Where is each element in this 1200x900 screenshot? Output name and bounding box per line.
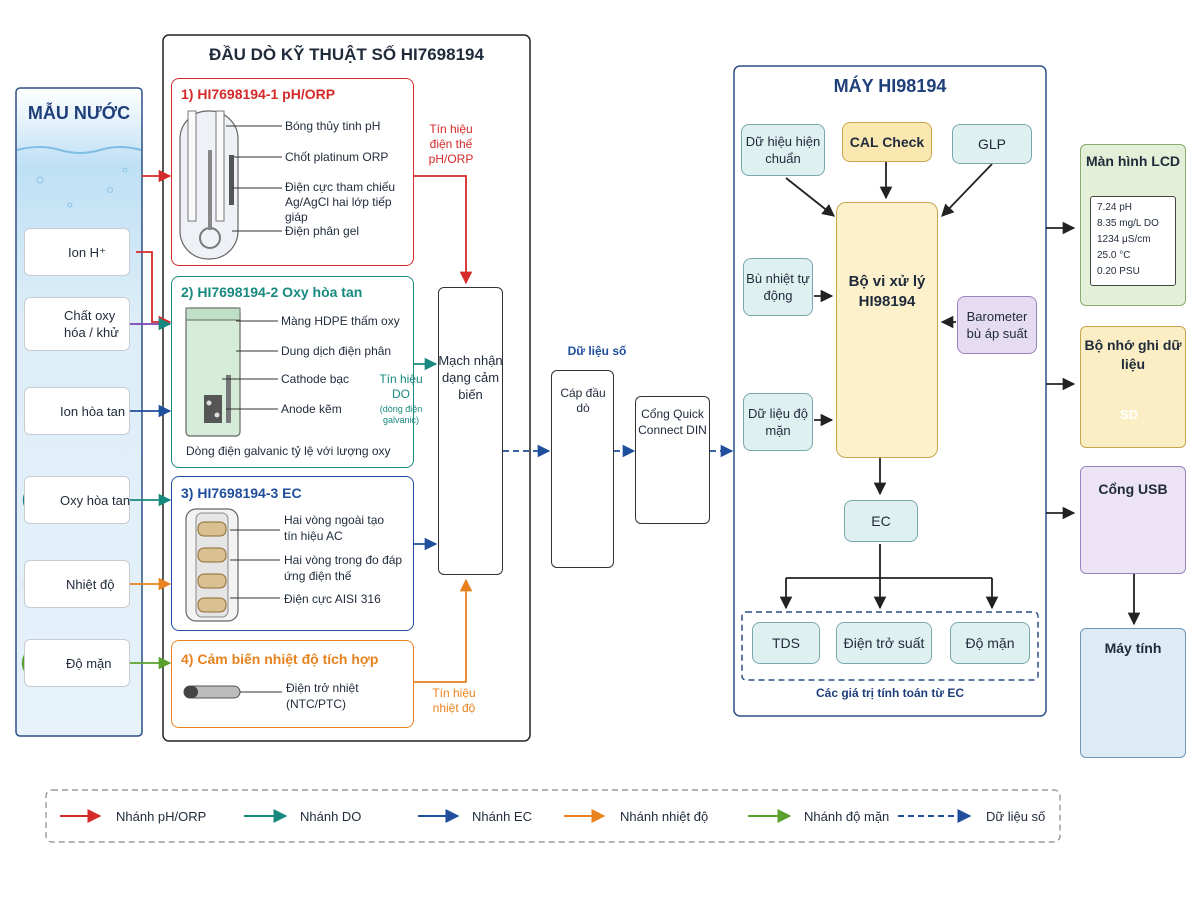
ec-box: EC xyxy=(844,500,918,542)
do-section-title: 2) HI7698194-2 Oxy hòa tan xyxy=(181,284,363,300)
legend-temperature: Nhánh nhiệt độ xyxy=(620,809,709,824)
ec-label-aisi-electrode: Điện cực AISI 316 xyxy=(284,592,381,606)
do-signal-sublabel: (dòng điện galvanic) xyxy=(379,404,423,425)
do-label-membrane: Màng HDPE thấm oxy xyxy=(281,314,400,328)
probe-cable-label: Cáp đầu dò xyxy=(560,386,606,415)
water-item-label-h: Ion H⁺ xyxy=(68,245,106,260)
ec-label-inner-rings: Hai vòng trong đo đáp ứng điện thế xyxy=(284,553,403,583)
salinity-calc-box: Độ mặn xyxy=(950,622,1030,664)
water-item-ion xyxy=(24,387,130,435)
data-memory xyxy=(1080,326,1186,448)
water-panel-title: MẪU NƯỚC xyxy=(27,103,131,123)
water-item-h-ion xyxy=(24,228,130,276)
sd-label: SD xyxy=(1119,407,1139,422)
digital-data-label: Dữ liệu số xyxy=(567,344,627,358)
water-item-label-salinity: Độ mặn xyxy=(66,656,112,671)
water-item-label-ion: Ion hòa tan xyxy=(60,404,126,419)
lcd-line-ph: 7.24 pH xyxy=(1097,202,1133,213)
ph-signal-label: Tín hiệu điện thế pH/ORP xyxy=(428,122,474,166)
temp-signal-label: Tín hiệu nhiệt độ xyxy=(432,686,476,715)
legend-box xyxy=(45,789,1061,843)
calc-group xyxy=(741,611,1039,681)
ph-label-glass-bulb: Bóng thủy tinh pH xyxy=(285,119,381,133)
din-port-label: Cổng Quick Connect DIN xyxy=(638,407,707,437)
lcd-line-psu: 0.20 PSU xyxy=(1097,266,1140,277)
temp-label-thermistor: Điện trở nhiệt (NTC/PTC) xyxy=(286,681,359,711)
do-label-anode: Anode kẽm xyxy=(281,402,342,416)
auto-temp-comp-box: Bù nhiệt tự động xyxy=(743,258,813,316)
lcd-line-ec: 1234 μS/cm xyxy=(1097,234,1151,245)
water-item-oxygen xyxy=(24,476,130,524)
ph-label-reference: Điện cực tham chiếu Ag/AgCl hai lớp tiếp… xyxy=(285,180,396,224)
legend-ph-orp: Nhánh pH/ORP xyxy=(116,809,207,824)
water-item-salinity xyxy=(24,639,130,687)
lcd-line-temp: 25.0 °C xyxy=(1097,250,1131,261)
meter-panel-title: MÁY HI98194 xyxy=(833,76,947,96)
temp-section-title: 4) Cảm biến nhiệt độ tích hợp xyxy=(181,651,379,667)
computer xyxy=(1080,628,1186,758)
lcd-title: Màn hình LCD xyxy=(1085,153,1181,169)
computer-label: Máy tính xyxy=(1104,640,1162,656)
ec-label-outer-rings: Hai vòng ngoài tạo tín hiệu AC xyxy=(284,513,385,543)
cal-check-box: CAL Check xyxy=(842,122,932,162)
usb-port-label: Cổng USB xyxy=(1098,481,1168,497)
usb-port xyxy=(1080,466,1186,574)
do-label-cathode: Cathode bạc xyxy=(281,372,350,386)
tds-box: TDS xyxy=(752,622,820,664)
legend-digital: Dữ liệu số xyxy=(986,809,1046,824)
sensor-id-circuit-label: Mạch nhận dạng cảm biến xyxy=(438,353,503,402)
water-item-label-oxygen: Oxy hòa tan xyxy=(60,493,131,508)
water-item-label-orp: Chất oxy hóa / khử xyxy=(64,308,119,340)
do-sensor-drawing xyxy=(185,307,241,437)
water-item-label-temperature: Nhiệt độ xyxy=(66,577,115,592)
din-port xyxy=(635,396,710,524)
ph-label-gel: Điện phân gel xyxy=(285,224,360,238)
lcd-screen xyxy=(1090,196,1176,286)
temp-section xyxy=(171,640,414,728)
legend-do: Nhánh DO xyxy=(300,809,362,824)
calc-caption: Các giá trị tính toán từ EC xyxy=(815,686,965,700)
probe-cable xyxy=(551,370,614,568)
calibration-data-box: Dữ hiệu hiện chuẩn xyxy=(741,124,825,176)
ec-cell-drawing xyxy=(185,508,239,622)
processor-label: Bộ vi xử lý HI98194 xyxy=(848,273,926,310)
glp-box: GLP xyxy=(952,124,1032,164)
sensor-id-circuit xyxy=(438,287,503,575)
ph-section xyxy=(171,78,414,266)
do-section xyxy=(171,276,414,468)
do-footer-note: Dòng điện galvanic tỷ lệ với lượng oxy xyxy=(186,444,391,458)
probe-panel-title: ĐẦU DÒ KỸ THUẬT SỐ HI7698194 xyxy=(209,45,484,64)
data-memory-label: Bộ nhớ ghi dữ liệu xyxy=(1084,337,1182,372)
ph-section-title: 1) HI7698194-1 pH/ORP xyxy=(181,86,336,102)
leader-lines xyxy=(222,125,282,693)
salinity-data-box: Dữ liệu độ mặn xyxy=(743,393,813,451)
ec-section xyxy=(171,476,414,631)
ph-electrode-drawing xyxy=(179,110,239,260)
ec-section-title: 3) HI7698194-3 EC xyxy=(181,485,302,501)
ph-label-platinum-pin: Chốt platinum ORP xyxy=(285,150,389,164)
water-item-orp xyxy=(24,297,130,351)
legend-ec: Nhánh EC xyxy=(472,809,532,824)
resistivity-box: Điện trở suất xyxy=(836,622,932,664)
barometer-box: Barometer bù áp suất xyxy=(957,296,1037,354)
legend-salinity: Nhánh độ mặn xyxy=(804,809,890,824)
processor-box xyxy=(836,202,938,458)
lcd-line-do: 8.35 mg/L DO xyxy=(1097,218,1159,229)
do-label-electrolyte: Dung dịch điện phân xyxy=(281,344,392,358)
water-item-temperature xyxy=(24,560,130,608)
do-signal-label: Tín hiệu DO xyxy=(379,372,423,401)
connectors xyxy=(130,162,1141,683)
